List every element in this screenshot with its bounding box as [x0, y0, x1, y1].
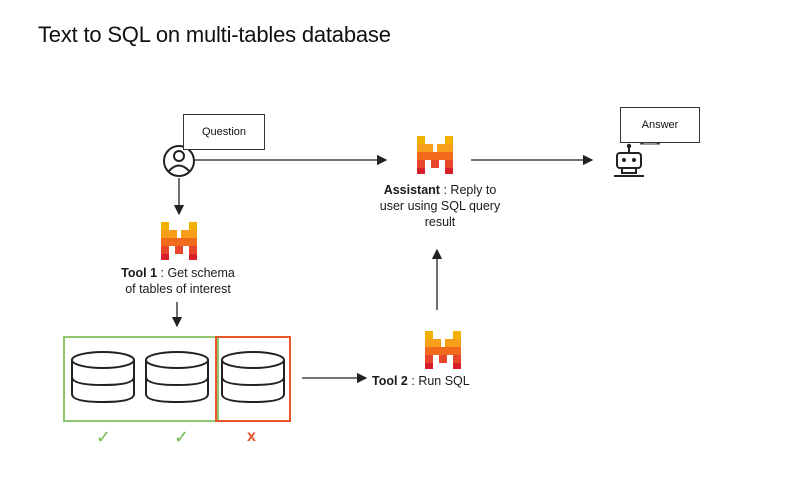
selected-tables-frame: [63, 336, 219, 422]
tool2-desc: : Run SQL: [411, 374, 470, 388]
cross-mark: x: [247, 428, 256, 445]
tool2-mistral-logo-icon: [425, 331, 461, 369]
robot-icon: [614, 143, 644, 177]
page-title: Text to SQL on multi-tables database: [38, 22, 391, 47]
tool1-desc-line2: of tables of interest: [125, 282, 231, 296]
rejected-table-frame: [215, 336, 291, 422]
answer-bubble: Answer: [620, 107, 700, 143]
tool2-label: Tool 2 : Run SQL: [372, 373, 512, 389]
assistant-name: Assistant: [383, 183, 440, 197]
tool1-mistral-logo-icon: [161, 222, 197, 260]
tool1-desc-line1: : Get schema: [160, 266, 235, 280]
user-icon: [163, 145, 195, 177]
assistant-desc-line3: result: [424, 215, 456, 229]
assistant-label: Assistant : Reply to user using SQL quer…: [360, 182, 520, 230]
database-icon-3: [221, 351, 285, 403]
assistant-desc-line2: user using SQL query: [379, 199, 501, 213]
check-mark-2: ✓: [174, 427, 190, 447]
tool1-name: Tool 1: [121, 266, 158, 280]
database-icon-1: [71, 351, 135, 403]
check-mark-1: ✓: [96, 427, 112, 447]
assistant-mistral-logo-icon: [417, 136, 453, 174]
assistant-desc-line1: : Reply to: [443, 183, 497, 197]
question-bubble: Question: [183, 114, 265, 150]
tool2-name: Tool 2: [372, 374, 408, 388]
database-icon-2: [145, 351, 209, 403]
tool1-label: Tool 1 : Get schema of tables of interes…: [100, 265, 256, 297]
